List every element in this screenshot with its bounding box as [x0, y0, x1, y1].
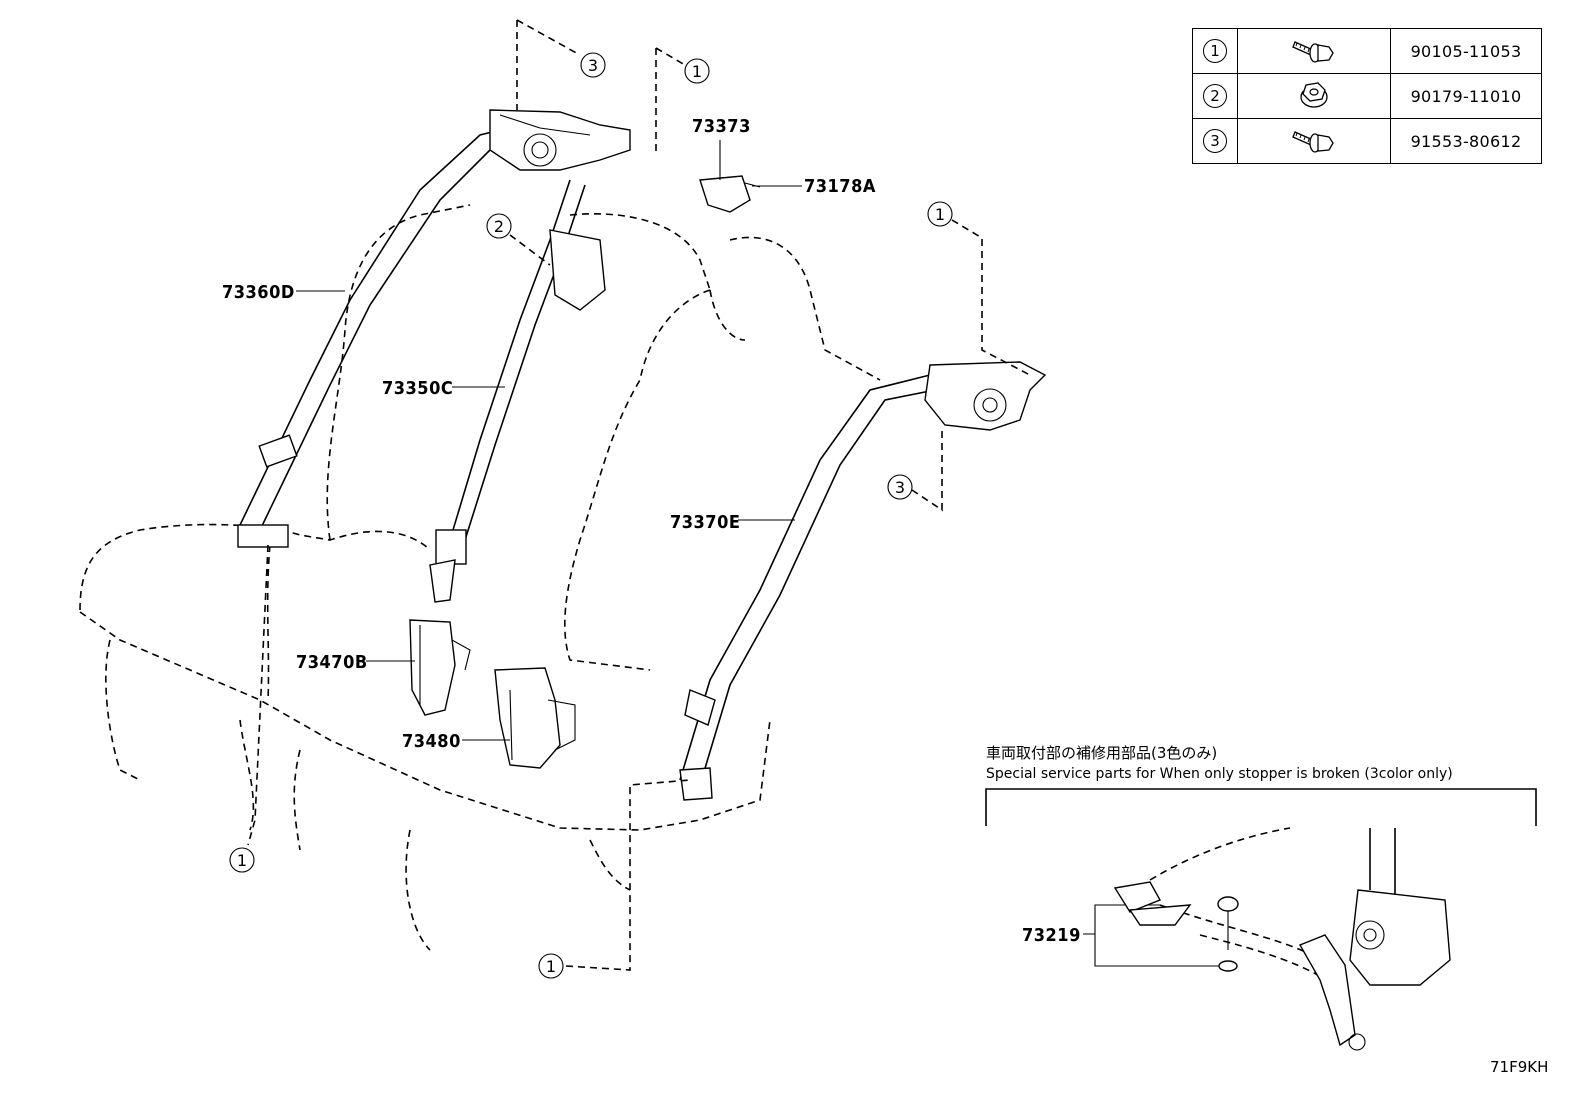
flange-bolt-icon [1292, 131, 1334, 153]
seat-belt-73370E [679, 374, 936, 801]
illustration-code: 71F9KH [1490, 1058, 1549, 1076]
callout-73370E: 73370E [670, 512, 740, 533]
fastener-reference-lines [247, 19, 1031, 971]
service-note-english: Special service parts for When only stop… [986, 766, 1453, 782]
ref-circle-3-top: 3 [580, 52, 606, 78]
svg-text:1: 1 [935, 205, 945, 224]
fastener-index: 1 [1203, 39, 1227, 63]
svg-text:1: 1 [237, 851, 247, 870]
seat-belt-73360D [237, 129, 506, 548]
service-parts-inset [985, 788, 1537, 1051]
part-callouts: 73373 73178A 73360D 73350C 73370E 73470B… [222, 116, 1081, 946]
fastener-part-number: 90105-11053 [1390, 28, 1542, 74]
ref-circle-1-right: 1 [927, 201, 953, 227]
callout-73373: 73373 [692, 116, 751, 137]
fastener-row-3: 3 91553-80612 [1192, 118, 1542, 164]
callout-73178A: 73178A [804, 176, 876, 197]
fastener-table: 1 90105-11053 2 90179-11010 3 [1192, 28, 1542, 164]
callout-73219: 73219 [1022, 925, 1081, 946]
callout-73470B: 73470B [296, 652, 368, 673]
seat-belt-73350C [429, 179, 606, 603]
svg-text:2: 2 [494, 217, 504, 236]
ref-circle-1-left: 1 [229, 847, 255, 873]
svg-text:1: 1 [692, 62, 702, 81]
flange-nut-icon [1300, 82, 1328, 108]
ref-circle-1-bottom: 1 [538, 953, 564, 979]
fastener-index: 3 [1203, 129, 1227, 153]
fastener-part-number: 90179-11010 [1390, 73, 1542, 119]
fastener-index: 2 [1203, 84, 1227, 108]
callout-73350C: 73350C [382, 378, 453, 399]
cover-73373 [699, 175, 761, 213]
ref-circle-3-right: 3 [887, 474, 913, 500]
ref-circle-2: 2 [486, 213, 512, 239]
fastener-ref-circles: 3 1 2 1 3 1 1 [229, 52, 953, 979]
buckle-73480 [494, 667, 576, 769]
buckle-73470B [409, 619, 471, 716]
svg-text:1: 1 [546, 957, 556, 976]
service-note-japanese: 車両取付部の補修用部品(3色のみ) [986, 744, 1218, 762]
callout-73480: 73480 [402, 731, 461, 752]
svg-text:3: 3 [895, 478, 905, 497]
fastener-row-2: 2 90179-11010 [1192, 73, 1542, 119]
flange-bolt-icon [1292, 41, 1334, 63]
rear-seat-phantom-outline [79, 204, 881, 951]
callout-73360D: 73360D [222, 282, 295, 303]
retractor-top [489, 109, 631, 171]
ref-circle-1-top: 1 [684, 58, 710, 84]
fastener-part-number: 91553-80612 [1390, 118, 1542, 164]
retractor-right [924, 361, 1047, 431]
fastener-row-1: 1 90105-11053 [1192, 28, 1542, 74]
svg-text:3: 3 [588, 56, 598, 75]
